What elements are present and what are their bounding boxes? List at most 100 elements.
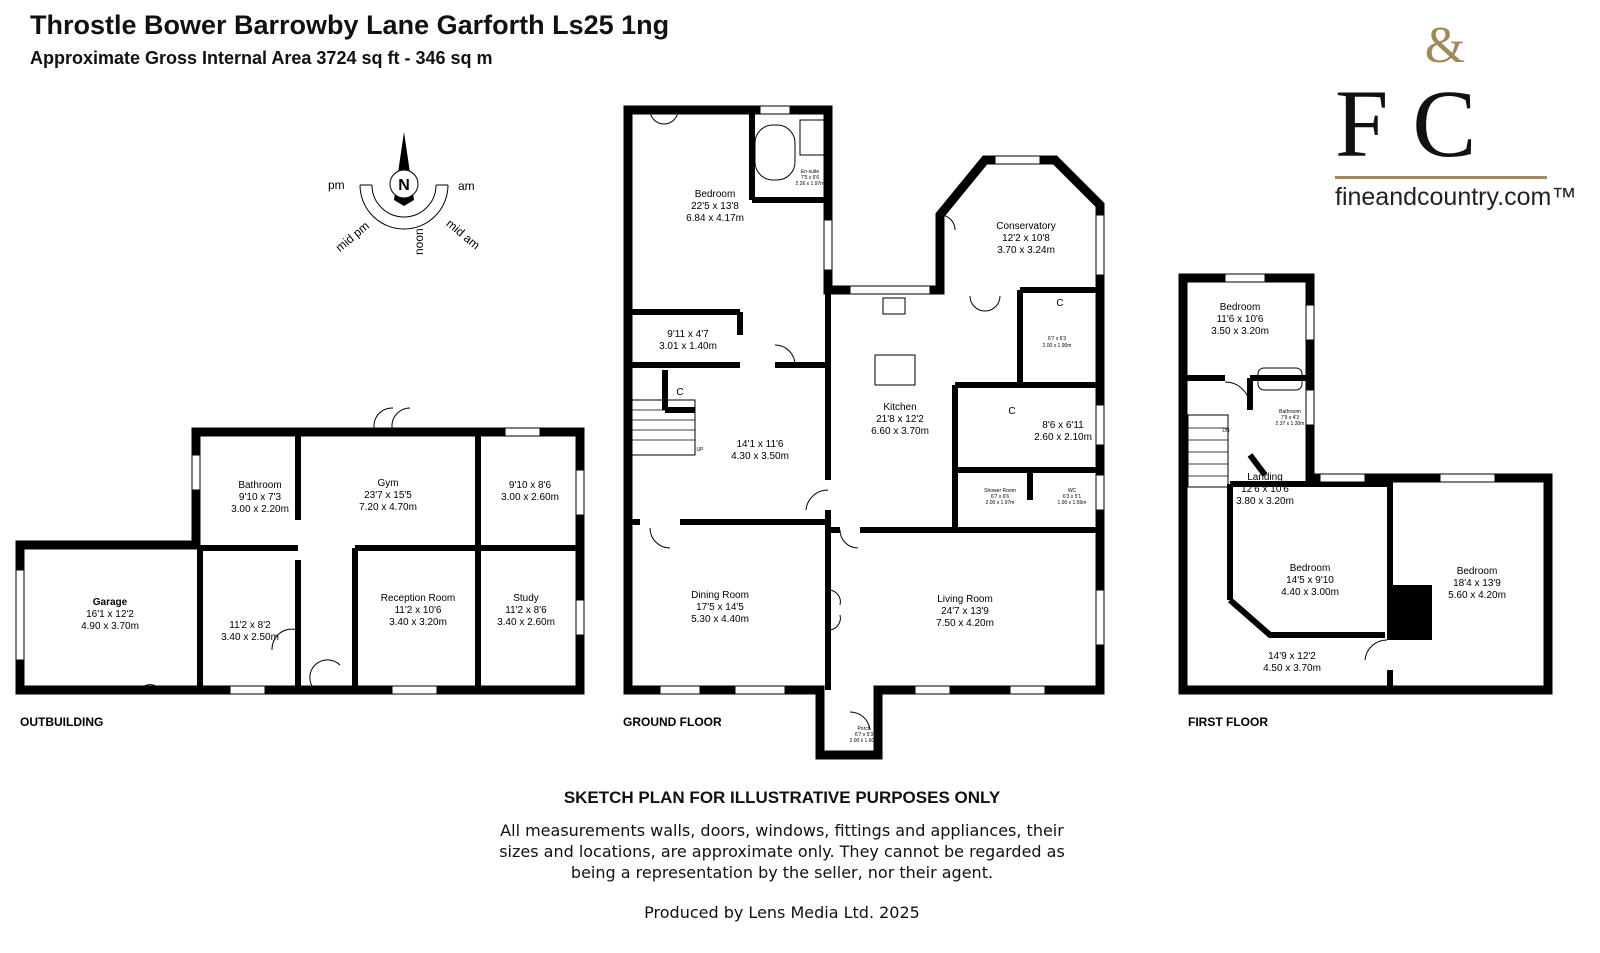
floor-label-ground: GROUND FLOOR: [623, 715, 722, 729]
room-garage-name: Garage: [93, 597, 128, 608]
room-rear-hall-metric: 2.60 x 2.10m: [1034, 432, 1092, 443]
room-kitchen-name: Kitchen: [883, 402, 916, 413]
room-study-imperial: 11'2 x 8'6: [505, 605, 547, 616]
room-store-metric: 3.40 x 2.50m: [221, 632, 279, 643]
room-porch-name: Porch: [857, 726, 870, 732]
room-landing-metric: 3.80 x 3.20m: [1236, 496, 1294, 507]
room-study-metric: 3.40 x 2.60m: [497, 617, 555, 628]
room-kitchen-imperial: 21'8 x 12'2: [876, 414, 924, 425]
disclaimer-line: sizes and locations, are approximate onl…: [499, 842, 1065, 861]
room-utility-imperial: 6'7 x 6'3: [1048, 336, 1067, 342]
cupboard-label: C: [1008, 406, 1015, 417]
room-hall-metric: 4.30 x 3.50m: [731, 451, 789, 462]
cupboard-label: C: [676, 387, 683, 398]
room-porch-metric: 2.00 x 1.60m: [850, 738, 879, 744]
room-reception-metric: 3.40 x 3.20m: [389, 617, 447, 628]
first-floor-plan: Bedroom 11'6 x 10'6 3.50 x 3.20m Bathroo…: [1178, 273, 1553, 729]
room-store-imperial: 11'2 x 8'2: [229, 620, 271, 631]
room-gym-metric: 7.20 x 4.70m: [359, 502, 417, 513]
room-shower-metric: 2.00 x 1.97m: [986, 500, 1015, 506]
room-living-metric: 7.50 x 4.20m: [936, 618, 994, 629]
room-shower-imperial: 6'7 x 6'6: [991, 494, 1010, 500]
logo-rule: [1335, 176, 1547, 179]
room-landing-imperial: 12'6 x 10'6: [1241, 484, 1289, 495]
room-porch-imperial: 6'7 x 5'3: [855, 732, 874, 738]
logo-ampersand: &: [1424, 17, 1466, 74]
room-conservatory-name: Conservatory: [996, 221, 1055, 232]
room-bedroom-name: Bedroom: [1290, 563, 1331, 574]
gross-area: Approximate Gross Internal Area 3724 sq …: [30, 48, 493, 68]
outbuilding-plan: Garage 16'1 x 12'2 4.90 x 3.70m 11'2 x 8…: [15, 407, 585, 729]
room-conservatory-metric: 3.70 x 3.24m: [997, 245, 1055, 256]
room-lower-landing-imperial: 14'9 x 12'2: [1268, 651, 1316, 662]
room-bedroom-name: Bedroom: [695, 189, 736, 200]
room-living-imperial: 24'7 x 13'9: [941, 606, 989, 617]
disclaimer-line: being a representation by the seller, no…: [570, 863, 994, 882]
room-bathroom-name: Bathroom: [1279, 409, 1301, 415]
room-ensuite-name: En-suite: [801, 169, 820, 175]
room-bedroom-metric: 4.40 x 3.00m: [1281, 587, 1339, 598]
room-bedroom-metric: 6.84 x 4.17m: [686, 213, 744, 224]
svg-text:Garage: Garage: [93, 597, 128, 608]
room-wc-metric: 1.90 x 1.56m: [1058, 500, 1087, 506]
room-bathroom-metric: 2.37 x 1.30m: [1276, 421, 1305, 427]
plan-title: Throstle Bower Barrowby Lane Garforth Ls…: [30, 10, 670, 40]
compass-mid-pm: mid pm: [333, 219, 372, 255]
room-study-name: Study: [513, 593, 539, 604]
room-hall-store-imperial: 9'11 x 4'7: [667, 329, 709, 340]
stairs-up-label: UP: [697, 447, 705, 453]
room-utility-metric: 2.00 x 1.90m: [1043, 343, 1072, 349]
room-wc-imperial: 6'3 x 5'1: [1063, 494, 1082, 500]
room-reception-imperial: 11'2 x 10'6: [394, 605, 441, 616]
room-bedroom-metric: 5.60 x 4.20m: [1448, 590, 1506, 601]
disclaimer-line: All measurements walls, doors, windows, …: [500, 821, 1064, 840]
room-kitchen-metric: 6.60 x 3.70m: [871, 426, 929, 437]
room-bedroom-name: Bedroom: [1220, 302, 1261, 313]
room-dining-name: Dining Room: [691, 590, 749, 601]
room-bathroom-imperial: 7'9 x 4'3: [1281, 415, 1300, 421]
compass-icon: N pm am mid pm mid am noon: [328, 132, 483, 255]
room-rear-hall-imperial: 8'6 x 6'11: [1042, 420, 1084, 431]
room-bathroom-imperial: 9'10 x 7'3: [239, 492, 282, 503]
ground-floor-plan: Bedroom 22'5 x 13'8 6.84 x 4.17m En-suit…: [623, 105, 1105, 760]
room-bedroom-imperial: 14'5 x 9'10: [1286, 575, 1334, 586]
room-bedroom-metric: 3.50 x 3.20m: [1211, 326, 1269, 337]
room-lower-landing-metric: 4.50 x 3.70m: [1263, 663, 1321, 674]
room-conservatory-imperial: 12'2 x 10'8: [1002, 233, 1050, 244]
room-bedroom-imperial: 18'4 x 13'9: [1453, 578, 1501, 589]
room-shower-name: Shower Room: [984, 488, 1016, 494]
room-ensuite-metric: 2.26 x 1.97m: [796, 181, 825, 187]
room-dining-metric: 5.30 x 4.40m: [691, 614, 749, 625]
room-bedroom-name: Bedroom: [1457, 566, 1498, 577]
compass-am: am: [458, 179, 475, 193]
room-garage-metric: 4.90 x 3.70m: [81, 621, 139, 632]
logo-url: fineandcountry.com™: [1335, 183, 1577, 211]
room-living-name: Living Room: [937, 594, 993, 605]
room-hall-store-metric: 3.01 x 1.40m: [659, 341, 717, 352]
disclaimer-heading: SKETCH PLAN FOR ILLUSTRATIVE PURPOSES ON…: [563, 788, 1001, 807]
room-gym-imperial: 23'7 x 15'5: [364, 490, 412, 501]
room-bedroom-imperial: 22'5 x 13'8: [691, 201, 739, 212]
room-side-metric: 3.00 x 2.60m: [501, 492, 559, 503]
room-hall-imperial: 14'1 x 11'6: [736, 439, 783, 450]
room-bathroom-metric: 3.00 x 2.20m: [231, 504, 289, 515]
disclaimer-text: All measurements walls, doors, windows, …: [0, 820, 1564, 883]
room-garage-imperial: 16'1 x 12'2: [86, 609, 134, 620]
room-ensuite-imperial: 7'5 x 6'6: [801, 175, 820, 181]
room-gym-name: Gym: [377, 478, 398, 489]
room-dining-imperial: 17'5 x 14'5: [696, 602, 744, 613]
compass-north: N: [398, 177, 410, 194]
produced-by: Produced by Lens Media Ltd. 2025: [644, 903, 920, 922]
room-bedroom-imperial: 11'6 x 10'6: [1216, 314, 1263, 325]
compass-pm: pm: [328, 178, 345, 192]
compass-noon: noon: [412, 228, 426, 255]
room-bathroom-name: Bathroom: [238, 480, 281, 491]
room-reception-name: Reception Room: [381, 593, 455, 604]
room-side-imperial: 9'10 x 8'6: [509, 480, 552, 491]
compass-mid-am: mid am: [444, 216, 483, 252]
room-landing-name: Landing: [1247, 472, 1283, 483]
fine-and-country-logo: & F C fineandcountry.com™: [1335, 17, 1577, 220]
floor-label-first: FIRST FLOOR: [1188, 715, 1268, 729]
stairs-down-label: DN: [1222, 428, 1230, 434]
